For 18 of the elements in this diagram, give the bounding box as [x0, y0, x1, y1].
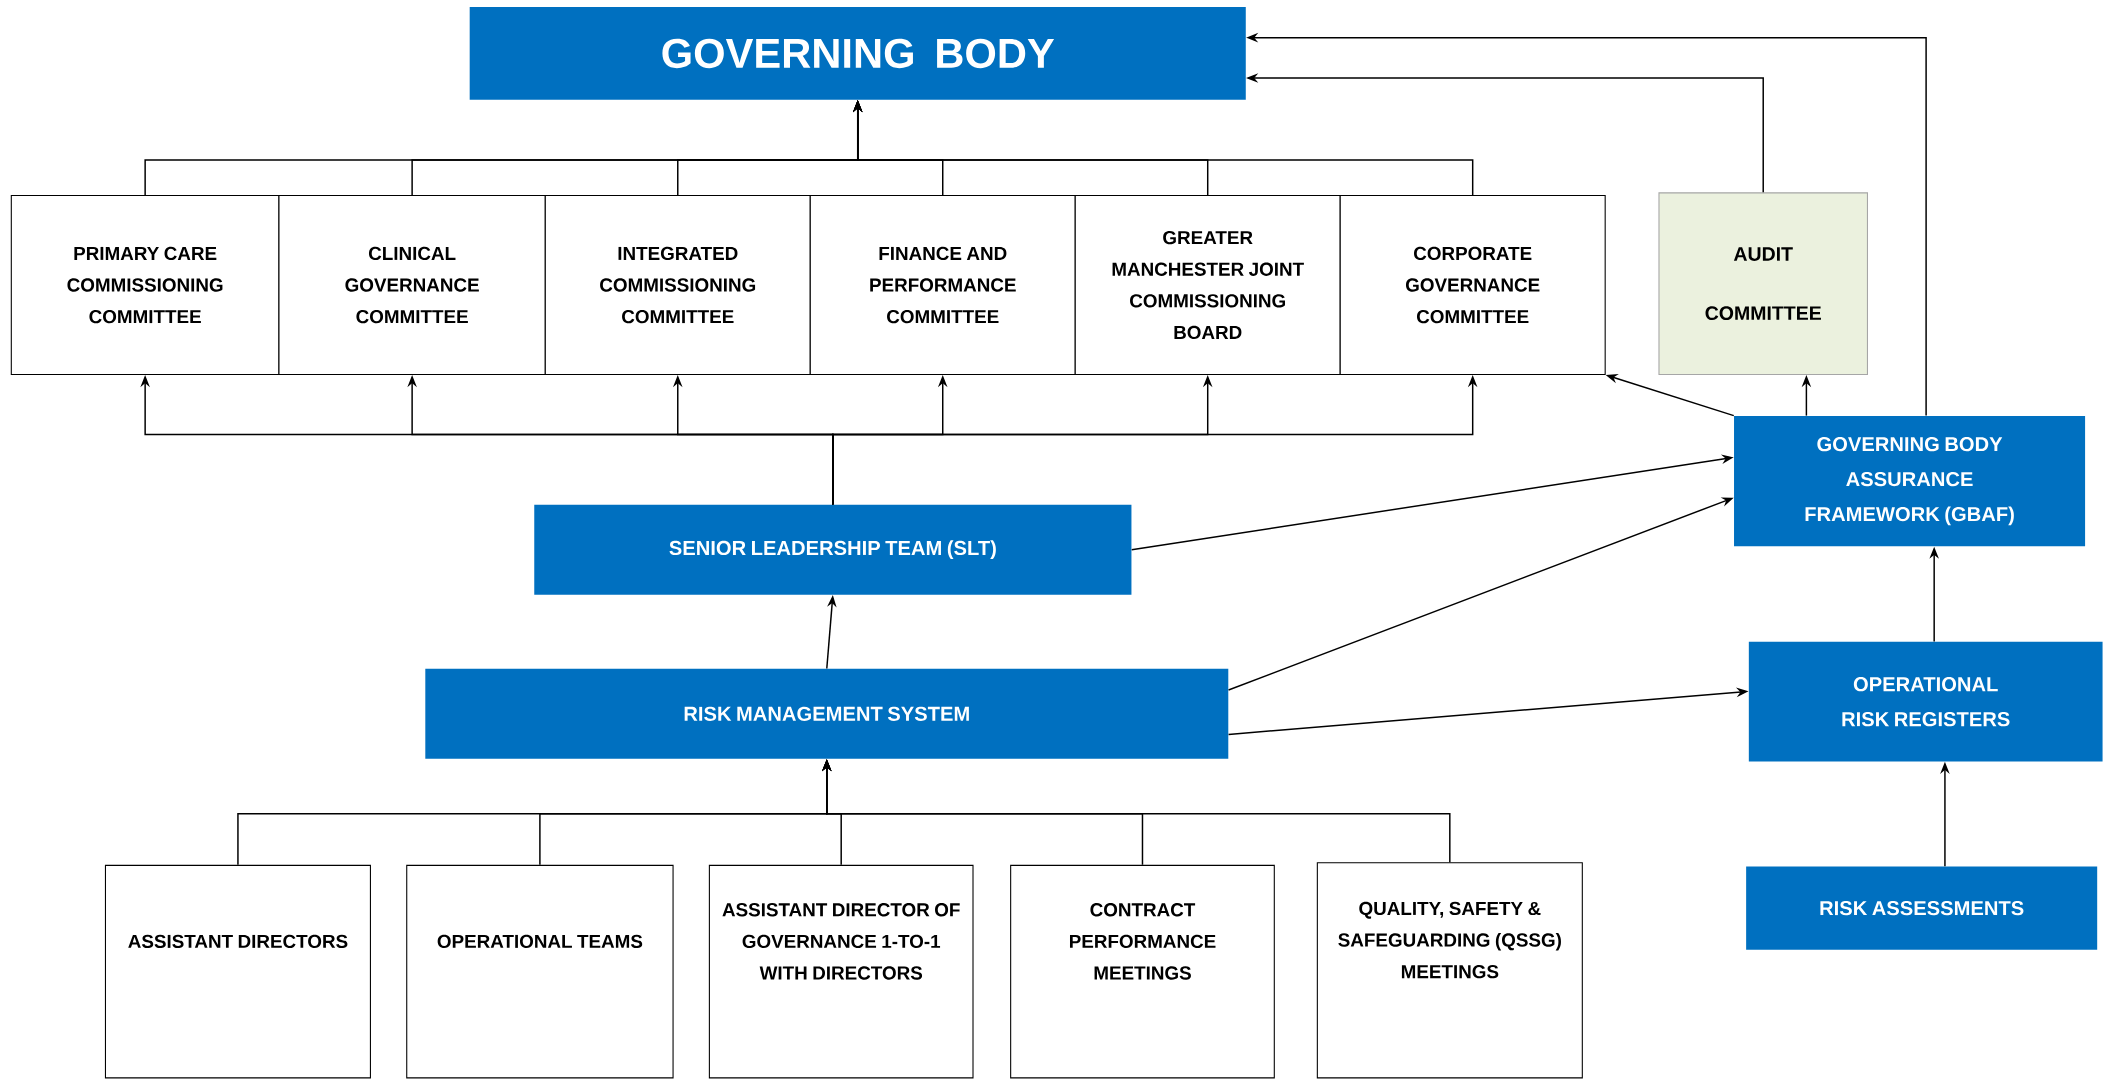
source-box: OPERATIONAL TEAMS: [406, 865, 674, 1079]
process-box: RISK MANAGEMENT SYSTEM: [425, 668, 1229, 759]
source-box: CONTRACT PERFORMANCE MEETINGS: [1010, 865, 1275, 1079]
source-box: QUALITY, SAFETY & SAFEGUARDING (QSSG) MEETINGS: [1316, 862, 1583, 1079]
committee-box: PRIMARY CARE COMMISSIONING COMMITTEE: [10, 195, 280, 376]
committee-box: AUDIT COMMITTEE: [1658, 192, 1868, 376]
process-box: SENIOR LEADERSHIP TEAM (SLT): [534, 504, 1132, 595]
committee-box: CORPORATE GOVERNANCE COMMITTEE: [1339, 195, 1606, 376]
process-box: OPERATIONAL RISK REGISTERS: [1748, 642, 2103, 762]
process-box: GOVERNING BODY ASSURANCE FRAMEWORK (GBAF): [1734, 416, 2086, 547]
committee-box: CLINICAL GOVERNANCE COMMITTEE: [278, 195, 546, 376]
committee-box: GREATER MANCHESTER JOINT COMMISSIONING BOARD: [1074, 195, 1341, 376]
process-box: RISK ASSESSMENTS: [1746, 866, 2098, 950]
title-box: GOVERNING BODY: [469, 7, 1246, 100]
committee-box: FINANCE AND PERFORMANCE COMMITTEE: [809, 195, 1076, 376]
source-box: ASSISTANT DIRECTOR OF GOVERNANCE 1-TO-1 WITH DIRECTORS: [708, 865, 974, 1079]
source-box: ASSISTANT DIRECTORS: [104, 865, 371, 1079]
committee-box: INTEGRATED COMMISSIONING COMMITTEE: [544, 195, 811, 376]
